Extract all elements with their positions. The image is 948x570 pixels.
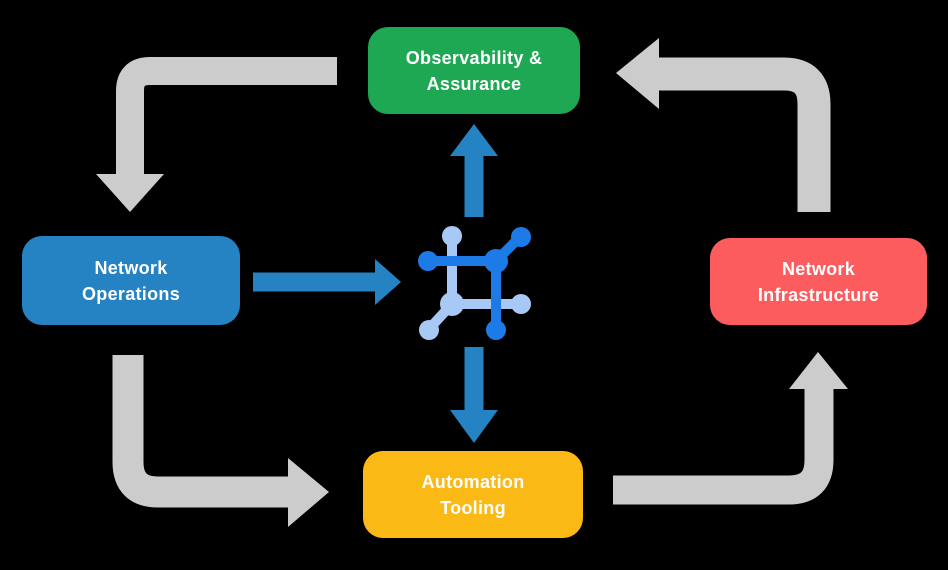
arrow-shaft [658,57,831,212]
node-label-line: Network [781,258,856,279]
node-label-line: Network [94,257,168,278]
arrow-shaft [112,355,290,508]
arrow-automation-to-infrastructure [613,352,848,505]
arrowhead-left-icon [616,38,659,109]
node-label-line: Assurance [426,73,522,94]
arrowhead-up-icon [450,124,498,156]
arrowhead-right-icon [375,259,401,305]
icon-node-dot [484,249,508,273]
node-network-infrastructure: Network Infrastructure [710,238,927,325]
arrowhead-down-icon [96,174,164,212]
network-mesh-icon [418,226,531,340]
node-label-line: Infrastructure [757,284,880,305]
arrowhead-right-icon [288,458,329,527]
node-label-line: Tooling [440,497,506,518]
node-label-line: Operations [81,283,181,304]
node-label-line: Automation [421,471,525,492]
icon-node-dot [511,227,531,247]
icon-node-dot [440,292,464,316]
node-automation-tooling: Automation Tooling [363,451,583,538]
arrowhead-up-icon [789,352,848,389]
arrow-shaft [116,57,337,176]
arrow-shaft [613,388,834,505]
icon-node-dot [419,320,439,340]
icon-node-dot [486,320,506,340]
arrow-infrastructure-to-observability [616,38,831,212]
icon-node-dot [442,226,462,246]
icon-node-dot [418,251,438,271]
node-observability-assurance: Observability & Assurance [368,27,580,114]
node-label-line: Observability & [405,47,543,68]
node-network-operations: Network Operations [22,236,240,325]
arrow-center-to-observability [450,124,498,217]
arrow-operations-to-automation [112,355,329,527]
arrowhead-down-icon [450,410,498,443]
arrow-operations-to-center [253,259,401,305]
arrow-center-to-automation [450,347,498,443]
icon-node-dot [511,294,531,314]
arrow-observability-to-operations [96,57,337,212]
